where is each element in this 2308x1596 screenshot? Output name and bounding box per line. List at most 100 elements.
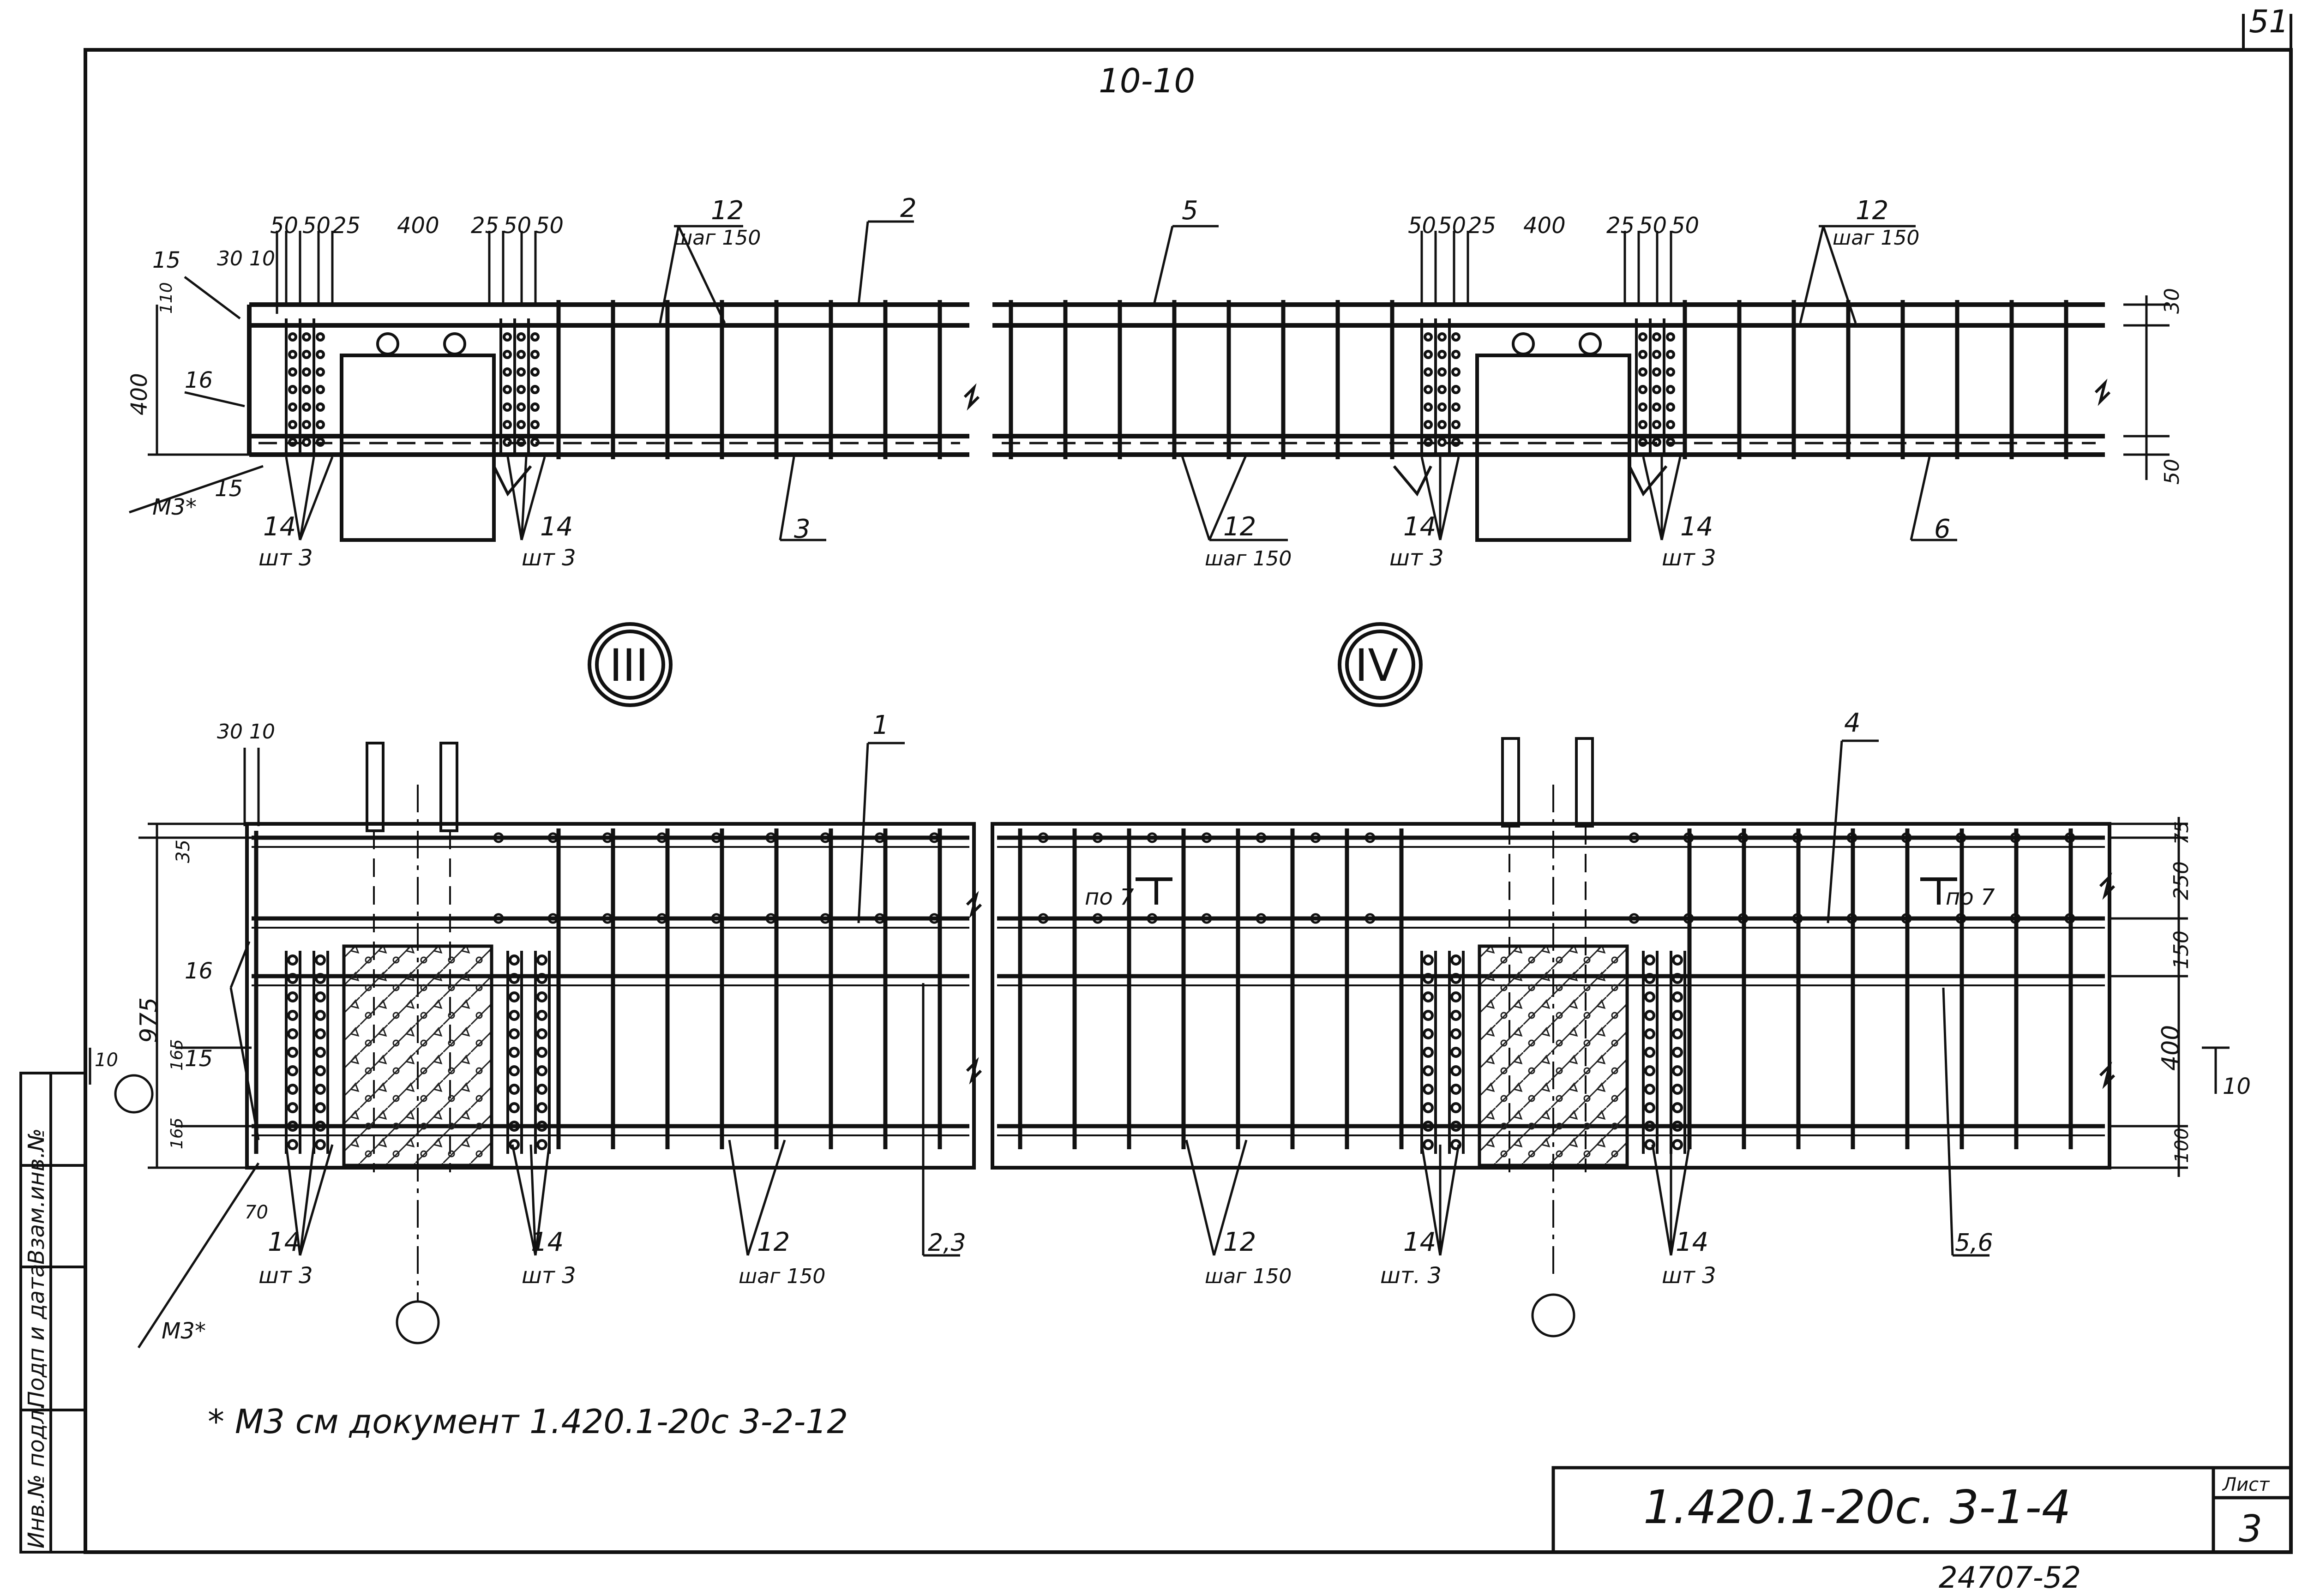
- dim-top-right-6: 50: [1671, 213, 1699, 239]
- bar-dot: [1092, 913, 1103, 924]
- dim-top-right-3: 400: [1523, 213, 1566, 239]
- bar-dot: [1310, 832, 1321, 843]
- bar-dot: [1901, 913, 1912, 924]
- stirrup-hook-dot: [315, 991, 326, 1002]
- stirrup-hook-dot: [315, 1139, 326, 1150]
- bottom-dim-right-3: 400: [2157, 1025, 2185, 1071]
- stirrup-hook-dot: [287, 1047, 298, 1058]
- bottom-step-150-b: шаг 150: [1205, 1265, 1292, 1288]
- top-pos-5: 5: [1182, 196, 1198, 226]
- bar-dot: [1310, 913, 1321, 924]
- dim-top-right-1: 50: [1438, 213, 1466, 239]
- dim-top-right-4: 25: [1606, 213, 1635, 239]
- stirrup-hook-dot: [1450, 1084, 1461, 1095]
- dim-top-left-6: 50: [535, 213, 564, 239]
- bottom-pos-1: 1: [872, 710, 889, 740]
- section-ref-7-left: по 7: [1085, 884, 1134, 910]
- stirrup-hook-dot: [1644, 954, 1655, 966]
- top-pos-15-lower: 15: [215, 476, 243, 502]
- stirrup-hook-dot: [503, 385, 512, 394]
- node-marker-iv: [1338, 622, 1423, 707]
- section-ref-7-left-mark: [1136, 877, 1172, 905]
- bar-dot: [602, 913, 613, 924]
- stirrup-hook-dot: [1666, 402, 1675, 412]
- stirrup-hook-dot: [517, 438, 526, 447]
- stirrup-hook-dot: [1451, 420, 1461, 429]
- bottom-qty-3-a: шт 3: [258, 1263, 313, 1289]
- stirrup-hook-dot: [536, 954, 547, 966]
- stirrup-hook-dot: [287, 954, 298, 966]
- stirrup-hook-dot: [1644, 1028, 1655, 1039]
- stirrup-hook-dot: [316, 385, 325, 394]
- top-view-dense-stirrups: [285, 318, 1675, 455]
- bar-dot: [1955, 913, 1966, 924]
- bar-dot: [874, 832, 885, 843]
- bottom-view-leaders: [89, 739, 2230, 1349]
- bottom-pos-12-b: 12: [1223, 1227, 1256, 1257]
- stirrup-hook-dot: [1638, 402, 1647, 412]
- stirrup-hook-dot: [1638, 420, 1647, 429]
- stirrup-hook-dot: [315, 1065, 326, 1076]
- stirrup-hook-dot: [1652, 385, 1661, 394]
- stirrup-hook-dot: [1644, 1139, 1655, 1150]
- stirrup-hook-dot: [517, 332, 526, 342]
- stirrup-hook-dot: [1666, 385, 1675, 394]
- stirrup-hook-dot: [1437, 367, 1447, 377]
- bottom-dim-right-4: 100: [2171, 1128, 2193, 1163]
- bar-dot: [656, 832, 667, 843]
- side-stamp-field-1: Инв.№ подл.: [24, 1403, 49, 1548]
- top-dim-50: 50: [2160, 459, 2184, 485]
- stirrup-hook-dot: [1638, 350, 1647, 359]
- stirrup-hook-dot: [503, 367, 512, 377]
- top-qty-3-b: шт 3: [522, 545, 576, 571]
- bottom-dim-165-a: 165: [168, 1039, 186, 1071]
- stirrup-hook-dot: [1450, 1047, 1461, 1058]
- stirrup-hook-dot: [1423, 1084, 1434, 1095]
- stirrup-hook-dot: [315, 1102, 326, 1113]
- stirrup-hook-dot: [1451, 332, 1461, 342]
- bottom-step-150-a: шаг 150: [739, 1265, 825, 1288]
- bar-dot: [1038, 832, 1049, 843]
- stirrup-hook-dot: [1638, 332, 1647, 342]
- stirrup-hook-dot: [1423, 954, 1434, 966]
- top-step-150-right: шаг 150: [1833, 226, 1919, 250]
- stirrup-hook-dot: [1672, 1102, 1683, 1113]
- bar-dot: [602, 832, 613, 843]
- bar-dot: [1147, 832, 1158, 843]
- stirrup-hook-dot: [1437, 438, 1447, 447]
- stirrup-hook-dot: [1450, 1121, 1461, 1132]
- stirrup-hook-dot: [536, 1047, 547, 1058]
- stirrup-hook-dot: [1644, 1010, 1655, 1021]
- stirrup-hook-dot: [1652, 438, 1661, 447]
- stirrup-hook-dot: [1450, 1102, 1461, 1113]
- bottom-pos-12-a: 12: [757, 1227, 790, 1257]
- top-view-dims-right: 50 50 25 400 25 50 50: [1408, 213, 1699, 239]
- stirrup-hook-dot: [509, 973, 520, 984]
- top-qty-3-a: шт 3: [258, 545, 313, 571]
- stirrup-hook-dot: [1644, 1047, 1655, 1058]
- stirrup-hook-dot: [1423, 1010, 1434, 1021]
- stirrup-hook-dot: [509, 1084, 520, 1095]
- stirrup-hook-dot: [1666, 332, 1675, 342]
- bottom-dim-30-10: 30 10: [217, 720, 275, 744]
- stirrup-hook-dot: [536, 991, 547, 1002]
- stirrup-hook-dot: [1644, 1121, 1655, 1132]
- stirrup-hook-dot: [536, 1084, 547, 1095]
- bar-dot: [1737, 913, 1749, 924]
- stirrup-hook-dot: [517, 402, 526, 412]
- bar-dot: [1683, 832, 1694, 843]
- bottom-dim-35: 35: [173, 840, 194, 863]
- stirrup-hook-dot: [1672, 1047, 1683, 1058]
- bottom-dim-975: 975: [135, 997, 163, 1043]
- stirrup-hook-dot: [530, 438, 540, 447]
- bar-dot: [1846, 913, 1857, 924]
- top-pos-12-right: 12: [1856, 196, 1888, 226]
- stirrup-hook-dot: [315, 1028, 326, 1039]
- bottom-dim-right-0: 75: [2171, 821, 2193, 845]
- node-label-iii: III: [609, 640, 649, 691]
- node-marker-iii: [588, 622, 673, 707]
- stirrup-hook-dot: [288, 332, 297, 342]
- stirrup-hook-dot: [288, 367, 297, 377]
- stirrup-hook-dot: [1652, 367, 1661, 377]
